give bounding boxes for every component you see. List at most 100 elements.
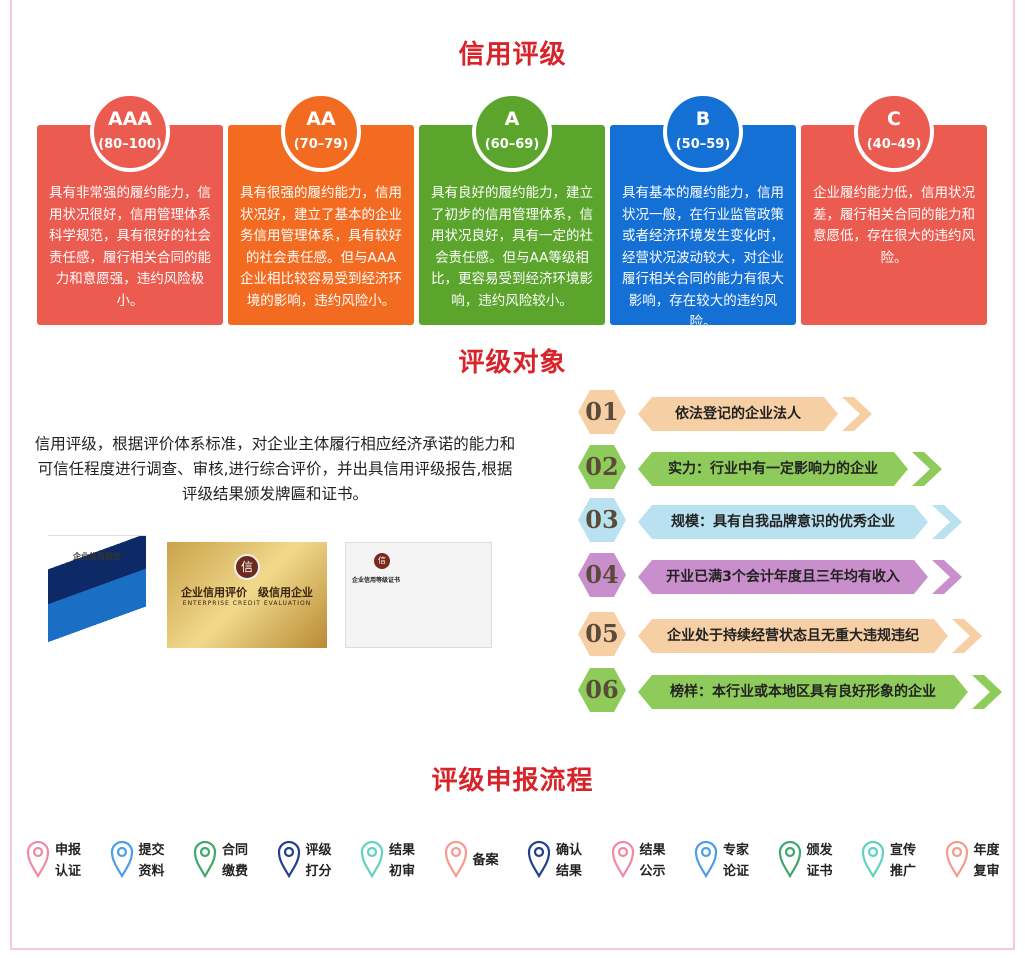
map-pin-icon	[945, 840, 969, 882]
step-label-line2: 公示	[639, 864, 666, 879]
grade-badge: A(60–69)	[472, 92, 552, 172]
step-label-line1: 合同	[222, 843, 249, 858]
process-step: 专家论证	[694, 838, 774, 883]
step-label-line1: 提交	[138, 843, 165, 858]
item-number-badge: 03	[578, 498, 626, 542]
step-label-line1: 专家	[723, 843, 750, 858]
item-label: 实力：行业中有一定影响力的企业	[638, 452, 908, 486]
grade-label: B	[695, 108, 711, 130]
step-label-line2: 结果	[556, 864, 583, 879]
plaque-title: 企业信用评价 级信用企业	[181, 586, 313, 599]
item-number-badge: 01	[578, 390, 626, 434]
arrow-tip-icon	[842, 397, 872, 431]
arrow-tip-icon	[932, 560, 962, 594]
map-pin-icon	[778, 840, 802, 882]
step-label-line1: 备案	[472, 853, 499, 868]
map-pin-icon	[444, 840, 468, 882]
step-label: 结果公示	[640, 840, 680, 882]
grade-badge: B (50–59)	[663, 92, 743, 172]
map-pin-icon	[611, 840, 635, 882]
step-label-line2: 推广	[890, 864, 917, 879]
eligibility-item: 03 规模：具有自我品牌意识的优秀企业	[578, 498, 998, 544]
step-label-line2: 认证	[55, 864, 82, 879]
grade-card-aaa: AAA (80–100) 具有非常强的履约能力，信用状况很好，信用管理体系科学规范，…	[37, 92, 223, 325]
grade-card-b: B (50–59) 具有基本的履约能力，信用状况一般，在行业监管政策或者经济环境发生…	[610, 92, 796, 330]
step-label-line2: 复审	[973, 864, 1000, 879]
step-label: 结果初审	[389, 840, 429, 882]
process-step: 年度复审	[945, 838, 1025, 883]
grade-badge: C(40–49)	[854, 92, 934, 172]
section-title-objects: 评级对象	[458, 348, 567, 378]
arrow-tip-icon	[952, 619, 982, 653]
map-pin-icon	[26, 840, 50, 882]
item-label: 企业处于持续经营状态且无重大违规违纪	[638, 619, 948, 653]
step-label: 宣传推广	[890, 840, 930, 882]
step-label: 年度复审	[974, 840, 1014, 882]
item-label: 规模：具有自我品牌意识的优秀企业	[638, 505, 928, 539]
intro-text: 信用评级，根据评价体系标准，对企业主体履行相应经济承诺的能力和可信任程度进行调查…	[34, 435, 516, 503]
process-step: 备案	[444, 838, 524, 883]
item-label: 依法登记的企业法人	[638, 397, 838, 431]
grade-description: 具有很强的履约能力，信用状况好，建立了基本的企业务信用管理体系，具有较好的社会责…	[240, 185, 402, 309]
step-label-line2: 资料	[138, 864, 165, 879]
map-pin-icon	[110, 840, 134, 882]
credit-certificate-image: 信 企业信用等级证书	[345, 542, 492, 648]
map-pin-icon	[694, 840, 718, 882]
grade-description: 具有基本的履约能力，信用状况一般，在行业监管政策或者经济环境发生变化时，经营状况…	[622, 185, 784, 330]
step-label-line2: 证书	[806, 864, 833, 879]
section-title-process: 评级申报流程	[431, 766, 594, 796]
seal-logo: 信	[374, 553, 390, 569]
step-label-line1: 宣传	[890, 843, 917, 858]
grade-label: AA	[306, 108, 336, 130]
step-label: 评级打分	[306, 840, 346, 882]
grade-range: (80–100)	[98, 137, 162, 152]
item-label: 开业已满3个会计年度且三年均有收入	[638, 560, 928, 594]
process-step: 提交资料	[110, 838, 190, 883]
certificate-title: 企业信用等级证书	[352, 577, 401, 584]
credit-report-image: 企业信用报告	[48, 535, 146, 652]
process-step: 颁发证书	[778, 838, 858, 883]
map-pin-icon	[360, 840, 384, 882]
report-title: 企业信用报告	[73, 552, 121, 561]
step-label-line2: 论证	[723, 864, 750, 879]
step-label: 确认结果	[556, 840, 596, 882]
page-frame	[10, 0, 1015, 950]
eligibility-item: 01 依法登记的企业法人	[578, 390, 998, 436]
process-step: 确认结果	[527, 838, 607, 883]
grade-description: 具有非常强的履约能力，信用状况很好，信用管理体系科学规范，具有很好的社会责任感，…	[49, 185, 211, 309]
step-label: 专家论证	[723, 840, 763, 882]
item-number-badge: 02	[578, 445, 626, 489]
step-label: 提交资料	[139, 840, 179, 882]
process-step: 宣传推广	[861, 838, 941, 883]
step-label-line1: 确认	[556, 843, 583, 858]
eligibility-item: 06 榜样：本行业或本地区具有良好形象的企业	[578, 668, 1002, 714]
step-label-line1: 申报	[55, 843, 82, 858]
map-pin-icon	[527, 840, 551, 882]
item-label: 榜样：本行业或本地区具有良好形象的企业	[638, 675, 968, 709]
step-label-line2: 缴费	[222, 864, 249, 879]
step-label-line1: 结果	[389, 843, 416, 858]
grade-label: A	[504, 108, 520, 130]
step-label-line1: 结果	[639, 843, 666, 858]
step-label: 合同缴费	[222, 840, 262, 882]
grade-range: (50–59)	[675, 137, 731, 152]
step-label: 申报认证	[55, 840, 95, 882]
process-step: 申报认证	[26, 838, 106, 883]
arrow-tip-icon	[912, 452, 942, 486]
step-label-line2: 初审	[389, 864, 416, 879]
grade-range: (70–79)	[293, 137, 349, 152]
step-label: 备案	[473, 850, 513, 871]
seal-logo: 信	[234, 554, 260, 580]
item-number-badge: 06	[578, 668, 626, 712]
item-number-badge: 05	[578, 612, 626, 656]
section-title-rating: 信用评级	[458, 40, 567, 70]
grade-badge: AA (70–79)	[281, 92, 361, 172]
arrow-tip-icon	[932, 505, 962, 539]
map-pin-icon	[193, 840, 217, 882]
step-label: 颁发证书	[807, 840, 847, 882]
grade-label: AAA	[107, 108, 153, 130]
eligibility-item: 05 企业处于持续经营状态且无重大违规违纪	[578, 612, 998, 658]
process-step: 结果公示	[611, 838, 691, 883]
eligibility-item: 02 实力：行业中有一定影响力的企业	[578, 445, 998, 491]
